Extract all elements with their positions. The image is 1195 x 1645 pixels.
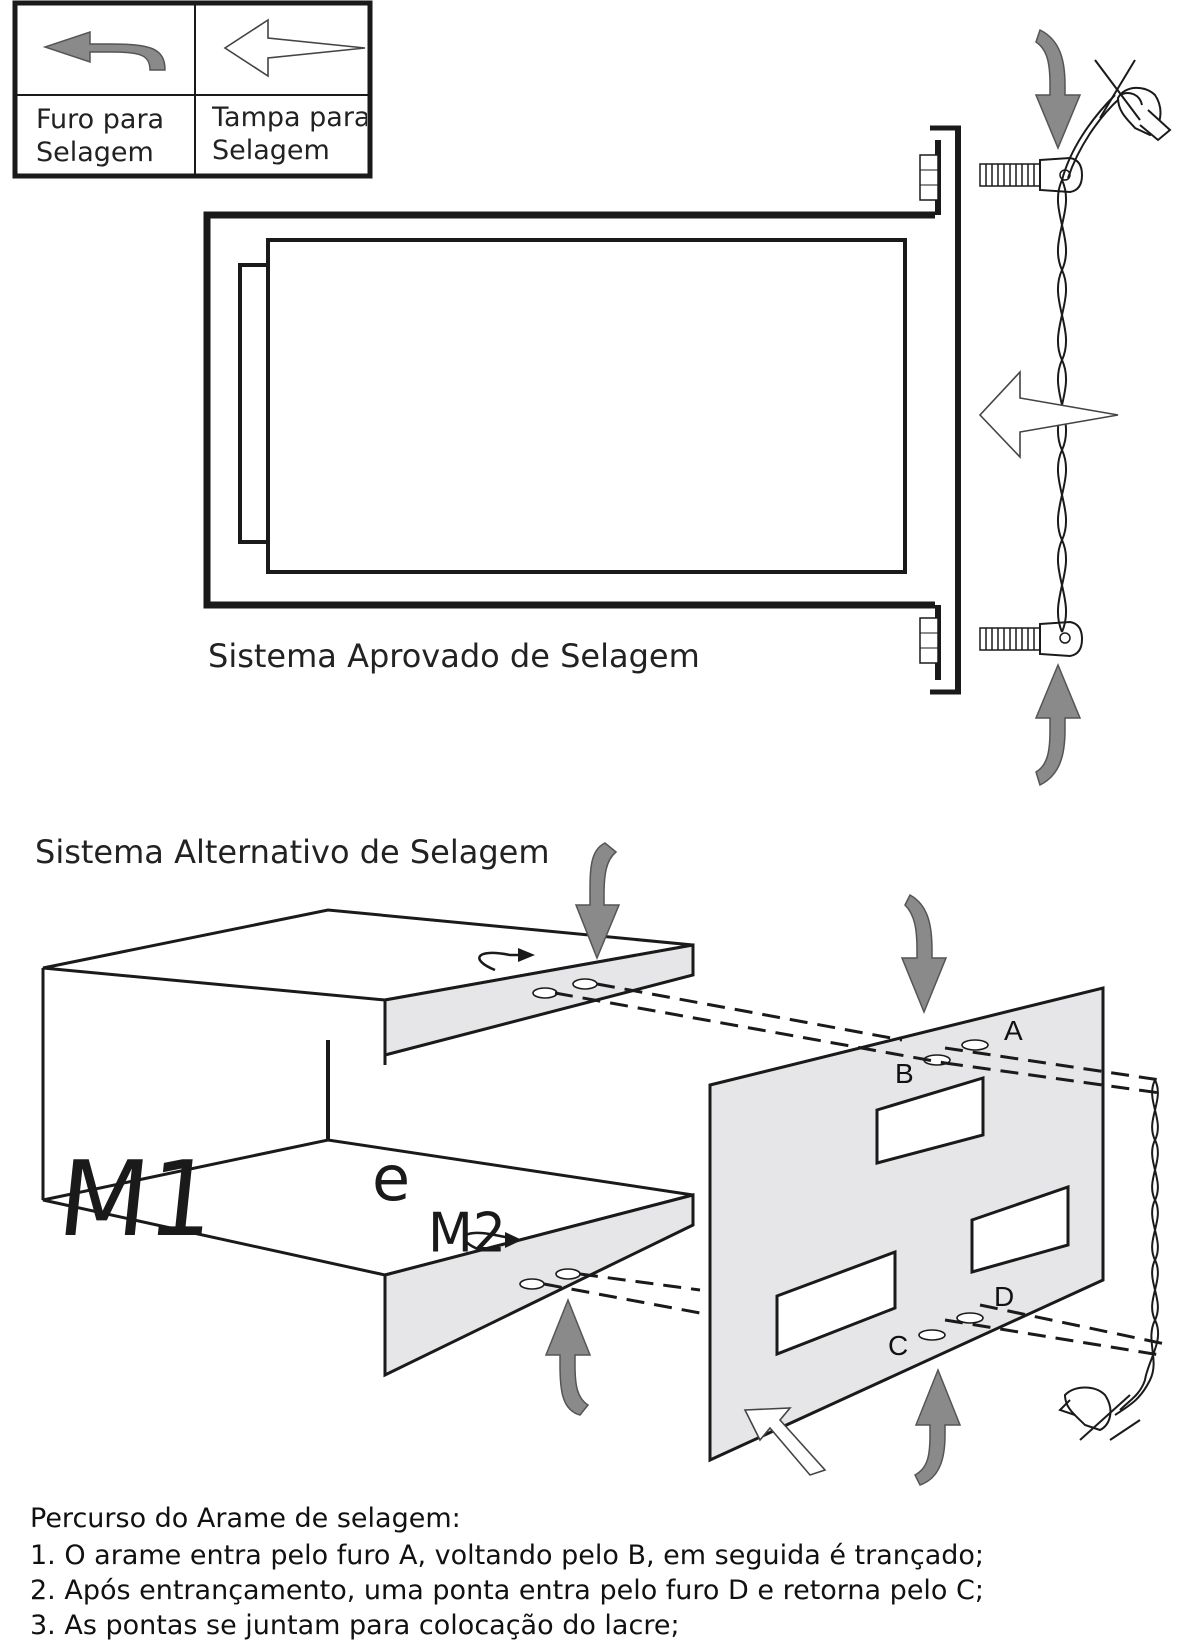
curved-arrow-icon	[914, 1367, 962, 1486]
instructions-title: Percurso do Arame de selagem:	[30, 1503, 461, 1534]
dashed-guides	[543, 982, 1171, 1357]
hole-label-a: A	[1004, 1015, 1023, 1046]
instruction-step: 1. O arame entra pelo furo A, voltando p…	[30, 1540, 985, 1571]
cover-arrow-icon	[743, 1407, 827, 1476]
hole-label-d: D	[994, 1281, 1015, 1312]
sealing-screws	[979, 156, 1084, 658]
plate-holes	[463, 948, 598, 1290]
wire-seal-icon	[1058, 1386, 1141, 1441]
hole-arrow-icon	[42, 30, 166, 71]
legend-box	[12, 0, 373, 179]
wire-seal-icon	[1094, 59, 1172, 142]
curved-arrow-icon	[1034, 28, 1082, 150]
module-label-m1: M1	[53, 1138, 222, 1260]
alternative-system-caption: Sistema Alternativo de Selagem	[35, 833, 550, 871]
front-panel	[708, 986, 1105, 1463]
cover-arrow-icon	[978, 369, 1119, 459]
module-label-m2: M2	[428, 1201, 506, 1264]
legend-hole-label: Furo para Selagem	[36, 104, 165, 168]
approved-system-caption: Sistema Aprovado de Selagem	[208, 637, 700, 675]
legend-cover-label: Tampa para Selagem	[212, 102, 367, 166]
hole-label-c: C	[888, 1330, 909, 1361]
module-label-e: e	[372, 1142, 410, 1215]
instruction-step: 2. Após entrançamento, uma ponta entra p…	[30, 1575, 984, 1606]
hole-label-b: B	[895, 1058, 914, 1089]
meter-side-view	[203, 125, 961, 695]
curved-arrow-icon	[1034, 663, 1082, 787]
curved-arrow-icon	[900, 893, 948, 1014]
curved-arrow-icon	[574, 842, 621, 960]
curved-arrow-icon	[544, 1297, 592, 1416]
cover-arrow-icon	[223, 18, 366, 78]
braided-wire	[1114, 1079, 1160, 1416]
module-label-drawing: M1 e M2	[53, 1138, 506, 1265]
instruction-step: 3. As pontas se juntam para colocação do…	[30, 1610, 680, 1641]
